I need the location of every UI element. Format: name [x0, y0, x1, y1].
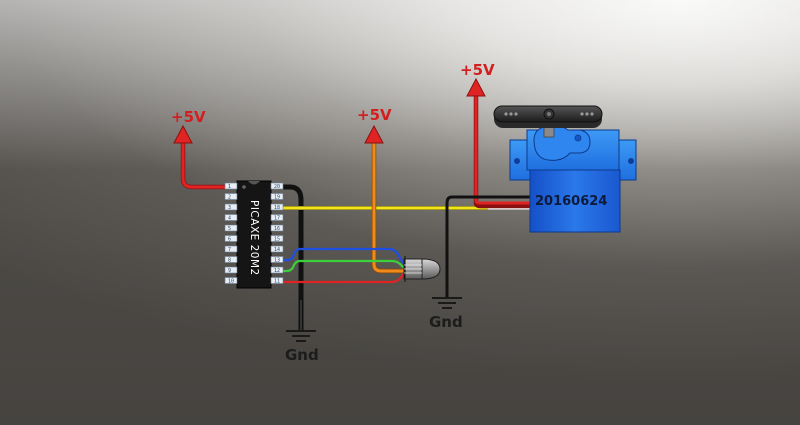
servo-body — [529, 169, 621, 233]
chip-pin-number: 2 — [228, 195, 231, 201]
chip-pin-number: 4 — [228, 216, 231, 222]
chip-pin-number: 13 — [274, 258, 280, 264]
power-marker-chip: +5V — [171, 108, 206, 144]
wire-red-signal — [283, 273, 405, 284]
chip-pin-left-2 — [224, 193, 238, 200]
chip-pin-left-10 — [224, 277, 238, 284]
chip-pin-number: 7 — [228, 247, 231, 253]
sensor — [403, 256, 441, 282]
wire-blue — [283, 247, 405, 265]
chip-pin-number: 16 — [274, 226, 280, 232]
chip-pin-number: 19 — [274, 195, 280, 201]
chip-pin-right-15 — [270, 235, 284, 242]
chip-pin-number: 17 — [274, 216, 280, 222]
ground-label: Gnd — [285, 346, 319, 364]
wire-chip-ground — [283, 184, 304, 330]
chip-pin-left-1 — [224, 182, 238, 190]
chip-pin-number: 14 — [274, 247, 280, 253]
chip-pin-number: 20 — [274, 184, 280, 190]
chip-pin-number: 6 — [228, 237, 231, 243]
chip-pin-number: 3 — [228, 205, 231, 211]
power-label: +5V — [460, 61, 495, 79]
ground-label: Gnd — [429, 313, 463, 331]
chip-pin-right-17 — [270, 214, 284, 221]
chip-pin-left-9 — [224, 266, 238, 274]
chip-pin-left-7 — [224, 245, 238, 253]
ground-symbol-servo: Gnd — [429, 297, 463, 331]
chip-pin-number: 10 — [228, 279, 234, 285]
chip-pin-number: 18 — [274, 205, 280, 211]
power-label: +5V — [357, 106, 392, 124]
chip-pin-number: 15 — [274, 237, 280, 243]
wire-chip-power-shadow — [180, 143, 229, 190]
chip-notch — [248, 181, 260, 185]
chip-pin-left-6 — [224, 235, 238, 242]
chip-pin-left-4 — [224, 214, 238, 221]
chip-label: PICAXE 20M2 — [248, 200, 260, 276]
wire-servo-ground — [445, 195, 530, 297]
chip-pin-number: 1 — [228, 184, 231, 190]
servo-label: 20160624 — [535, 194, 607, 209]
wire-servo-power — [474, 96, 530, 205]
chip-pin-right-18 — [270, 203, 284, 211]
power-label: +5V — [171, 108, 206, 126]
chip-pin-right-19 — [270, 193, 284, 200]
chip-pin-number: 11 — [274, 279, 280, 285]
chip-pin-right-12 — [270, 266, 284, 274]
servo-mount-hole — [514, 158, 520, 164]
chip-pin-number: 8 — [228, 258, 231, 264]
chip-pin-right-11 — [270, 277, 284, 284]
power-marker-servo: +5V — [460, 61, 495, 97]
chip-pin-number: 9 — [228, 268, 231, 274]
chip-pin-right-13 — [270, 256, 284, 263]
servo-mount-hole — [628, 158, 634, 164]
wire-chip-power — [181, 143, 229, 189]
chip-pin-right-20 — [270, 182, 284, 190]
chip-pin-right-16 — [270, 224, 284, 232]
sensor-dome — [421, 258, 441, 280]
wire-green — [283, 259, 405, 273]
wire-sensor-power — [372, 143, 404, 273]
chip-pin-number: 5 — [228, 226, 231, 232]
chip-pin-left-3 — [224, 203, 238, 211]
chip-pin-left-8 — [224, 256, 238, 263]
power-marker-sensor: +5V — [357, 106, 392, 144]
chip-pin-right-14 — [270, 245, 284, 253]
chip-pin1-dot — [242, 185, 246, 189]
servo-motor: 20160624 — [493, 105, 637, 233]
chip-pin-left-5 — [224, 224, 238, 232]
chip-pin-number: 12 — [274, 268, 280, 274]
ground-symbol-chip: Gnd — [285, 330, 319, 364]
